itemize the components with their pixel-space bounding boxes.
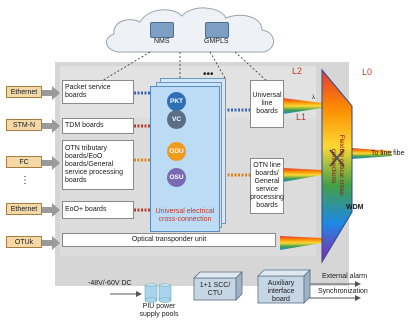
vc-circle: VC bbox=[167, 110, 186, 129]
input-ethernet-2: Ethernet bbox=[6, 203, 42, 215]
nms-label: NMS bbox=[154, 38, 170, 45]
otn-line-boards: OTN line boards/ General service process… bbox=[250, 158, 284, 214]
pkt-circle: PKT bbox=[167, 92, 186, 111]
external-alarm-label: External alarm bbox=[322, 273, 368, 280]
l1-label: L1 bbox=[296, 112, 307, 122]
input-fc: FC bbox=[6, 156, 42, 168]
wdm-label: WDM bbox=[346, 204, 364, 211]
otn-tributary-boards: OTN tributary boards/EoO boards/General … bbox=[62, 140, 134, 190]
aux-box bbox=[257, 269, 311, 304]
wdm-cross-icon bbox=[329, 149, 345, 167]
odu-circle: ODU bbox=[167, 142, 186, 161]
synchronization-label: Synchronization bbox=[318, 288, 368, 295]
piu-label: PIU power supply pools bbox=[139, 303, 179, 318]
input-arrows bbox=[42, 86, 60, 250]
board-links bbox=[134, 91, 250, 212]
xconnect-more-dots: ••• bbox=[203, 69, 214, 80]
piu-cylinders-icon bbox=[144, 283, 172, 303]
l0-label: L0 bbox=[362, 67, 373, 77]
input-otuk: OTUk bbox=[6, 236, 42, 248]
osu-circle: OSU bbox=[167, 168, 186, 187]
input-ellipsis: ⋮ bbox=[20, 175, 30, 186]
dc-label: -48V/-60V DC bbox=[88, 280, 132, 287]
input-stm-n: STM-N bbox=[6, 119, 42, 131]
scc-box bbox=[193, 271, 243, 301]
wdm-block bbox=[321, 68, 353, 264]
power-arrow bbox=[110, 291, 142, 297]
gmpls-label: GMPLS bbox=[204, 38, 229, 45]
lambda-label: λ bbox=[312, 95, 315, 101]
universal-line-boards: Universal line boards bbox=[250, 80, 284, 128]
aux-label: Auxiliary interface board bbox=[267, 280, 295, 303]
flexible-oxc-label: Flexible optical cross-connections bbox=[330, 134, 345, 198]
rainbow-wavelengths bbox=[280, 98, 392, 250]
gmpls-server-icon bbox=[205, 22, 229, 38]
xconnect-label: Universal electrical cross-connection bbox=[155, 208, 215, 223]
tdm-boards: TDM boards bbox=[62, 118, 134, 134]
nms-server-icon bbox=[150, 22, 174, 38]
management-links bbox=[99, 51, 269, 83]
eoo-plus-boards: EoO+ boards bbox=[62, 201, 134, 219]
cloud-shape bbox=[106, 7, 274, 53]
line-fiber-label: To line fibe bbox=[371, 150, 405, 157]
xconnect-panel bbox=[150, 86, 220, 232]
l2-label: L2 bbox=[292, 66, 303, 76]
optical-transponder-unit: Optical transponder unit bbox=[62, 233, 276, 247]
scc-label: 1+1 SCC/ CTU bbox=[199, 282, 231, 297]
packet-service-boards: Packet service boards bbox=[62, 80, 134, 104]
input-ethernet-1: Ethernet bbox=[6, 86, 42, 98]
